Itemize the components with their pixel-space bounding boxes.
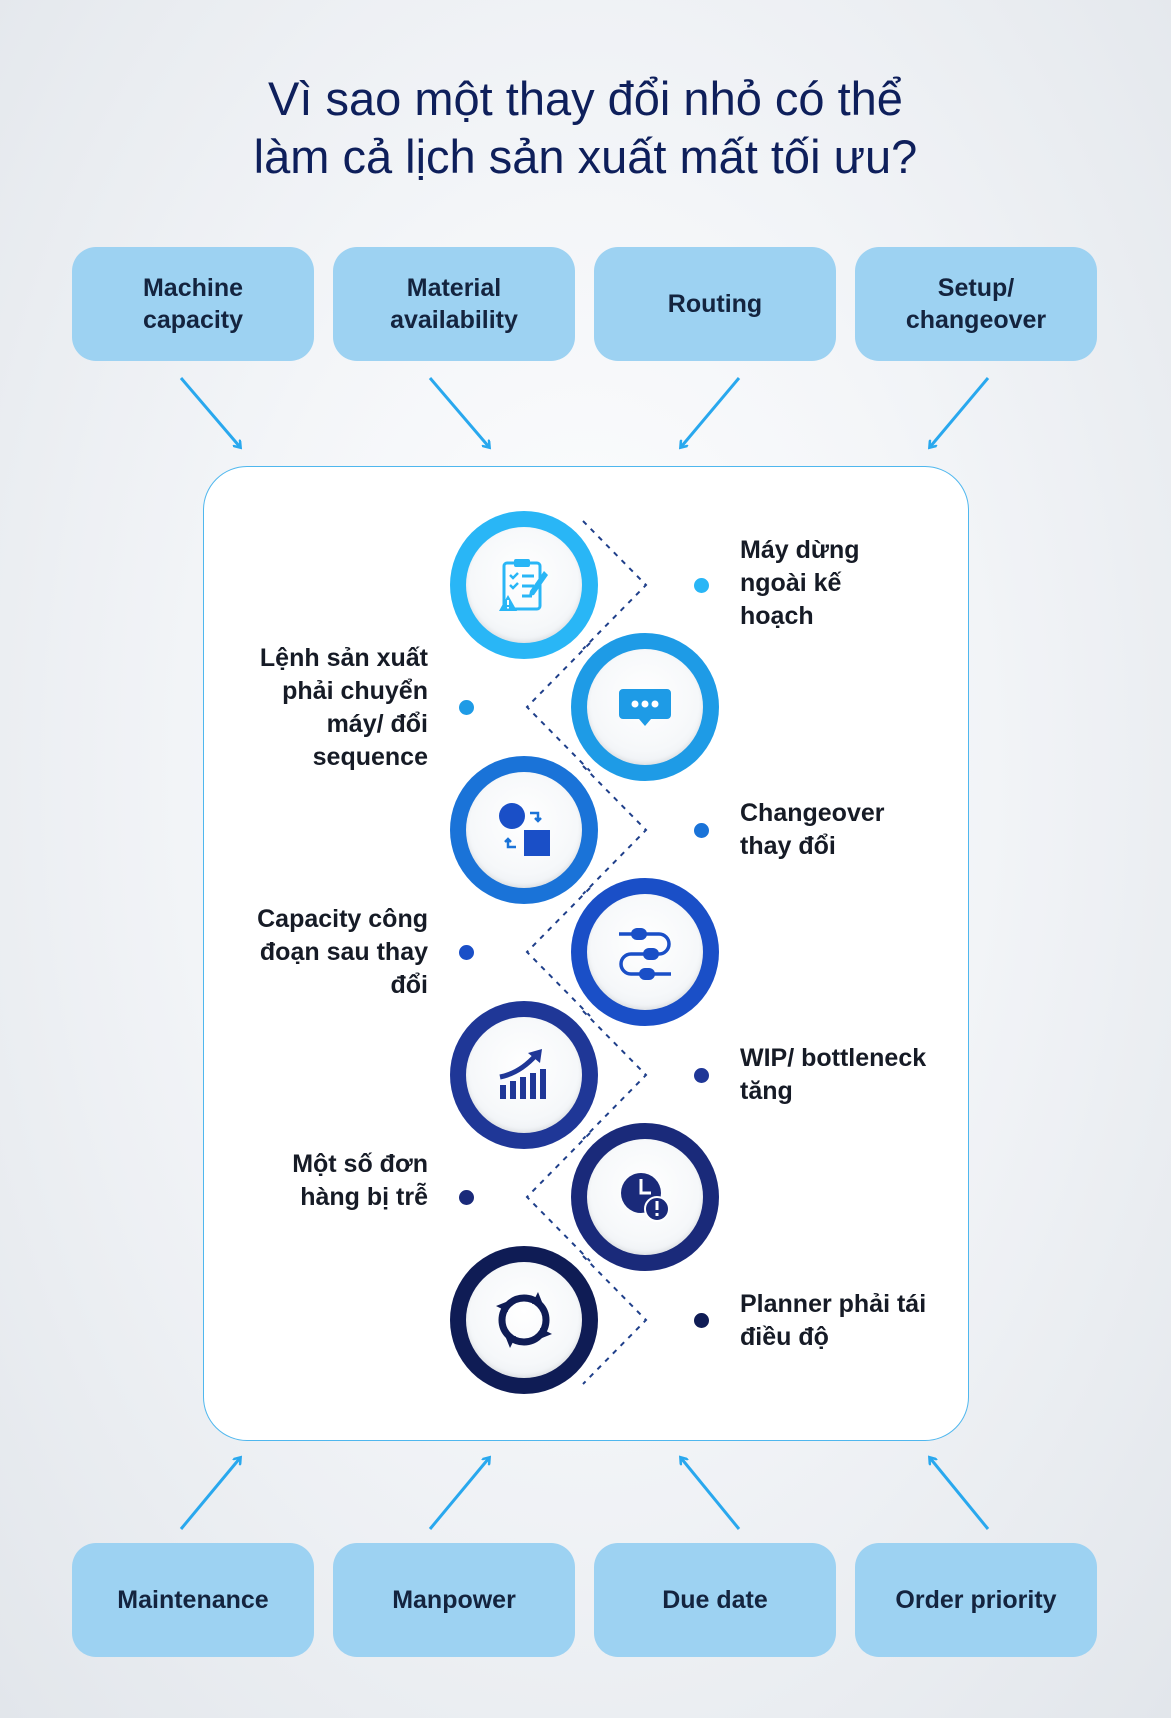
step-7-dot [694, 1313, 709, 1328]
factor-material-availability: Material availability [333, 247, 575, 361]
step-4-circle [571, 878, 719, 1026]
refresh-cycle-icon [496, 1292, 552, 1348]
arrow-order-priority [930, 1458, 990, 1530]
factor-order-priority: Order priority [855, 1543, 1097, 1657]
factor-maintenance: Maintenance [72, 1543, 314, 1657]
arrow-routing [681, 377, 741, 447]
clipboard-warning-icon [499, 559, 548, 611]
step-4-label: Capacity công đoạn sau thay đổi [257, 905, 428, 999]
step-2-dot [459, 700, 474, 715]
step-7-label: Planner phải tái điều độ [740, 1290, 927, 1351]
step-1-circle [450, 511, 598, 659]
step-6-dot [459, 1190, 474, 1205]
step-6-circle [571, 1123, 719, 1271]
arrow-manpower [428, 1458, 489, 1530]
arrow-material-availability [428, 377, 489, 447]
step-7-circle [450, 1246, 598, 1394]
shape-swap-icon [499, 803, 550, 856]
step-6-label: Một số đơn hàng bị trễ [292, 1150, 428, 1211]
step-2-circle [571, 633, 719, 781]
arrow-maintenance [179, 1458, 240, 1530]
factor-label: Manpower [392, 1586, 516, 1614]
factor-routing: Routing [594, 247, 836, 361]
factor-setup-changeover: Setup/ changeover [855, 247, 1097, 361]
step-2-label: Lệnh sản xuất phải chuyển máy/ đổi seque… [259, 644, 428, 771]
step-3-label: Changeover thay đổi [740, 799, 885, 860]
title-line-1: Vì sao một thay đổi nhỏ có thể [268, 72, 903, 125]
step-5-circle [450, 1001, 598, 1149]
chat-bubble-icon [619, 689, 671, 726]
arrow-machine-capacity [179, 377, 240, 447]
factor-label: Material availability [390, 274, 518, 334]
step-3-dot [694, 823, 709, 838]
title-line-2: làm cả lịch sản xuất mất tối ưu? [253, 130, 918, 183]
factor-manpower: Manpower [333, 1543, 575, 1657]
factor-due-date: Due date [594, 1543, 836, 1657]
step-1-dot [694, 578, 709, 593]
step-5-label: WIP/ bottleneck tăng [740, 1044, 927, 1105]
step-4-dot [459, 945, 474, 960]
factor-label: Machine capacity [142, 274, 244, 334]
step-1-label: Máy dừng ngoài kế hoạch [740, 536, 860, 630]
factor-machine-capacity: Machine capacity [72, 247, 314, 361]
step-5-dot [694, 1068, 709, 1083]
arrow-setup-changeover [930, 377, 990, 447]
arrow-due-date [681, 1458, 741, 1530]
growth-chart-icon [499, 1049, 546, 1099]
page-title: Vì sao một thay đổi nhỏ có thể làm cả lị… [0, 70, 1171, 186]
factor-label: Maintenance [117, 1586, 269, 1614]
factor-label: Due date [662, 1586, 768, 1614]
factor-label: Setup/ changeover [905, 274, 1047, 334]
process-flow-icon [619, 928, 671, 980]
factor-label: Routing [667, 290, 763, 318]
factor-label: Order priority [895, 1586, 1057, 1614]
step-3-circle [450, 756, 598, 904]
clock-alert-icon [621, 1173, 670, 1222]
